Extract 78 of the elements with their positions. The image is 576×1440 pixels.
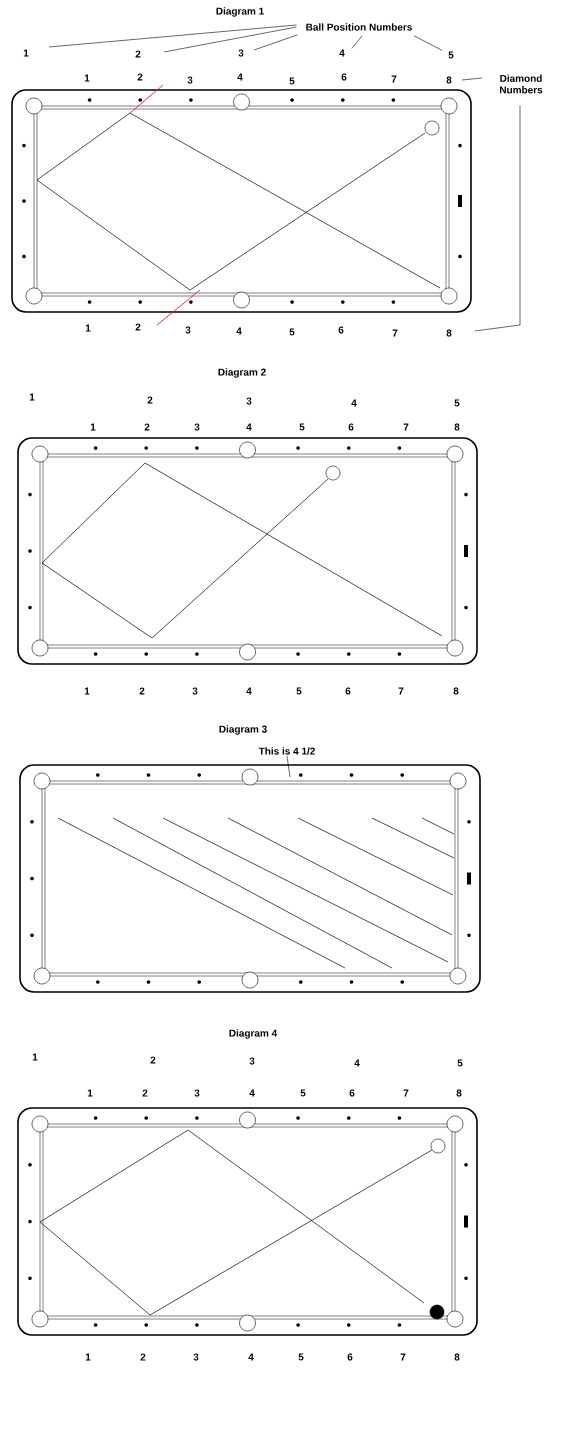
diamond-number: 5 [300, 1089, 306, 1097]
diamond-number: 3 [193, 1353, 199, 1361]
diamond-number: 2 [135, 323, 141, 331]
ball-position-number: 4 [339, 49, 345, 57]
diamond-number: 2 [144, 423, 150, 431]
diamond-number: 2 [142, 1089, 148, 1097]
diamond-number: 3 [187, 76, 193, 84]
ball-position-number: 5 [454, 399, 460, 407]
leader-line [461, 77, 483, 81]
leader-line [474, 105, 521, 332]
diamond-number: 3 [192, 687, 198, 695]
diamond-number: 6 [341, 73, 347, 81]
diamond-number: 3 [194, 423, 200, 431]
callout-label: This is 4 1/2 [258, 747, 315, 755]
diamond-number: 1 [85, 324, 91, 332]
diamond-number: 4 [246, 423, 252, 431]
ball-position-number: 2 [147, 396, 153, 404]
callout-label: Diamond Numbers [500, 74, 543, 94]
ball-position-number: 5 [457, 1059, 463, 1067]
diamond-number: 6 [347, 1353, 353, 1361]
diamond-number: 5 [299, 423, 305, 431]
ball-position-number: 3 [249, 1057, 255, 1065]
diamond-number: 1 [87, 1089, 93, 1097]
diamond-number: 2 [140, 1353, 146, 1361]
diamond-number: 4 [248, 1353, 254, 1361]
ball-position-number: 2 [135, 50, 141, 58]
diamond-number: 5 [298, 1353, 304, 1361]
leader-line [48, 24, 297, 48]
diamond-number: 4 [246, 687, 252, 695]
leader-line [351, 35, 363, 49]
diamond-number: 5 [289, 77, 295, 85]
ball-position-number: 4 [351, 399, 357, 407]
diagram-label: Diagram 1 [216, 7, 264, 17]
callout-label: Ball Position Numbers [306, 23, 412, 31]
diamond-number: 8 [454, 1353, 460, 1361]
diamond-number: 1 [84, 687, 90, 695]
ball-position-number: 1 [23, 49, 29, 57]
diamond-number: 6 [348, 423, 354, 431]
diamond-number: 4 [249, 1089, 255, 1097]
diamond-number: 2 [139, 687, 145, 695]
diamond-number: 4 [237, 73, 243, 81]
ball-position-number: 1 [29, 393, 35, 401]
ball-position-number: 5 [448, 51, 454, 59]
diamond-number: 7 [403, 423, 409, 431]
diagram-label: Diagram 3 [219, 725, 267, 735]
diamond-number: 3 [194, 1089, 200, 1097]
diamond-number: 8 [446, 76, 452, 84]
diamond-number: 6 [345, 687, 351, 695]
diamond-number: 7 [391, 75, 397, 83]
diamond-number: 1 [84, 74, 90, 82]
diagram-label: Diagram 2 [218, 368, 266, 378]
leader-line [286, 755, 291, 778]
ball-position-number: 4 [354, 1059, 360, 1067]
diamond-number: 7 [400, 1353, 406, 1361]
diamond-number: 7 [398, 687, 404, 695]
ball-position-number: 3 [238, 49, 244, 57]
diamond-number: 7 [403, 1089, 409, 1097]
diamond-number: 6 [349, 1089, 355, 1097]
leader-line [163, 26, 297, 53]
diamond-number: 8 [456, 1089, 462, 1097]
diamond-number: 5 [296, 687, 302, 695]
leader-line [253, 34, 298, 51]
diamond-number: 5 [289, 328, 295, 336]
leader-line [413, 35, 443, 51]
ball-position-number: 3 [246, 397, 252, 405]
ball-position-number: 2 [150, 1056, 156, 1064]
ball-position-number: 1 [32, 1053, 38, 1061]
diamond-number: 8 [454, 423, 460, 431]
diamond-number: 3 [185, 326, 191, 334]
diamond-number: 8 [446, 329, 452, 337]
diamond-number: 1 [85, 1353, 91, 1361]
diamond-number: 6 [338, 326, 344, 334]
diamond-number: 8 [453, 687, 459, 695]
diamond-number: 7 [392, 329, 398, 337]
diamond-number: 1 [90, 423, 96, 431]
diamond-number: 4 [236, 327, 242, 335]
diagram-label: Diagram 4 [229, 1029, 278, 1039]
diamond-number: 2 [137, 73, 143, 81]
